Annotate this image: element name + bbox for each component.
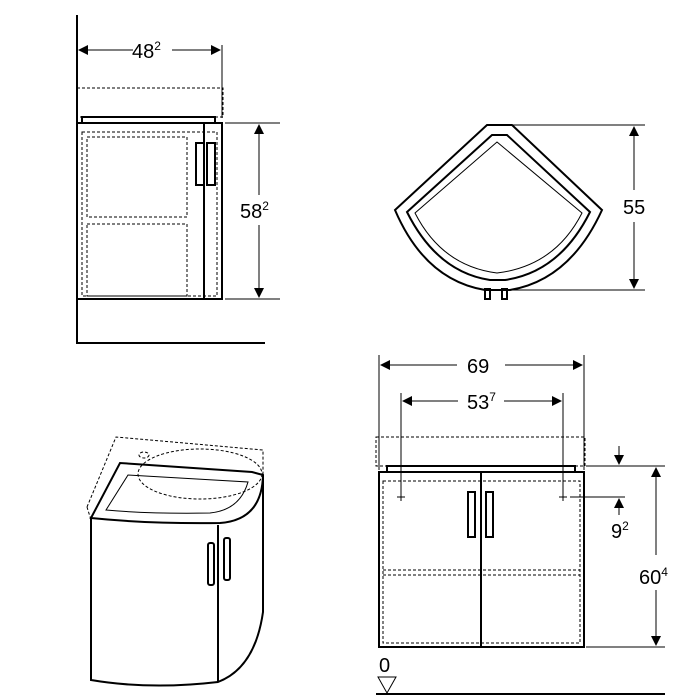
dim-top-depth: 55 xyxy=(623,197,645,219)
iso-bowl-dashed xyxy=(137,448,263,500)
top-basin xyxy=(414,141,583,274)
inner-carcass xyxy=(81,131,218,297)
handle xyxy=(195,142,205,186)
handle xyxy=(484,288,491,300)
dim-front-height: 604 xyxy=(639,565,668,589)
handle xyxy=(206,142,216,186)
top-view: 55 xyxy=(393,124,645,300)
front-inner-carcass xyxy=(382,480,581,644)
basin-outline-dashed xyxy=(76,87,224,118)
handle xyxy=(485,491,494,538)
dim-front-width: 69 xyxy=(467,356,489,378)
isometric-view xyxy=(86,436,265,687)
floor-level-label: 0 xyxy=(379,655,390,677)
handle xyxy=(501,288,508,300)
top-outline xyxy=(393,124,604,291)
iso-counter-dashed xyxy=(86,436,264,521)
iso-tap-hole xyxy=(138,451,150,459)
top-inner-outline xyxy=(405,134,592,281)
tap-position-crosses xyxy=(397,493,567,501)
inner-shelf-lower xyxy=(86,223,188,297)
floor-level-triangle-icon xyxy=(377,676,397,695)
dim-side-height: 582 xyxy=(240,199,269,223)
side-view: 482 582 xyxy=(76,15,280,344)
dim-side-depth: 482 xyxy=(132,39,161,63)
front-basin-dashed xyxy=(375,436,586,467)
dim-tap-spacing: 537 xyxy=(467,390,496,414)
front-view: 69 537 92 604 0 xyxy=(375,355,668,695)
handle xyxy=(467,491,476,538)
dim-tap-offset: 92 xyxy=(611,519,629,543)
iso-basin-inner xyxy=(105,474,249,514)
cabinet-side xyxy=(76,122,223,300)
iso-cabinet-body xyxy=(90,475,264,687)
handle xyxy=(207,542,215,586)
inner-shelf-upper xyxy=(86,136,188,218)
handle xyxy=(223,537,231,581)
wall-and-floor xyxy=(76,15,265,344)
